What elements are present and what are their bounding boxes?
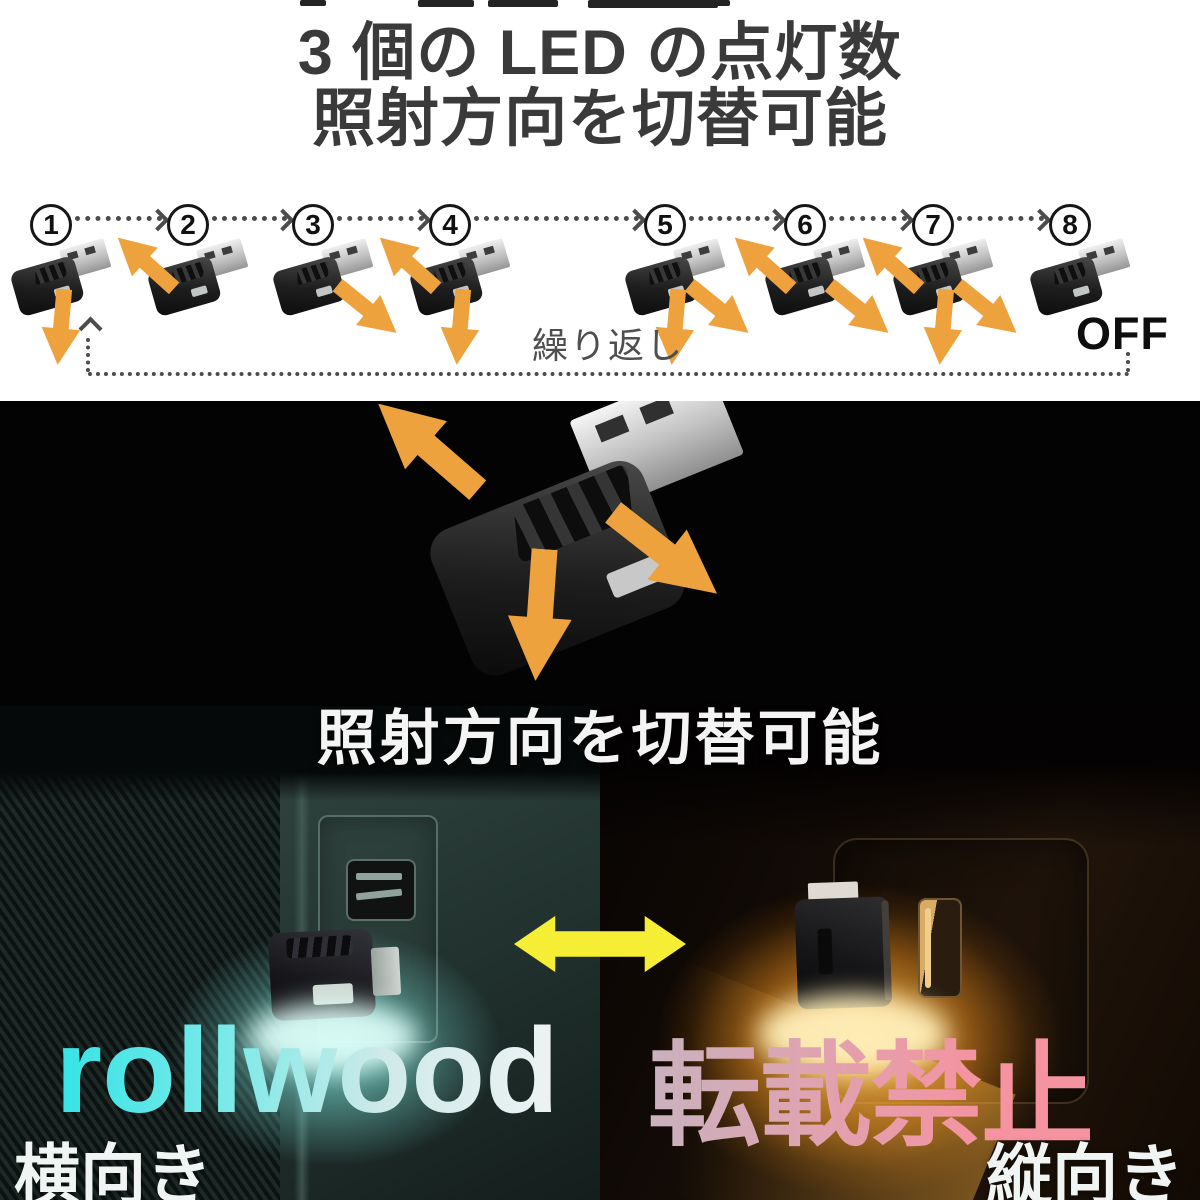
usb-dongle-icon bbox=[794, 880, 893, 1011]
sequence-dotted-arrow-icon bbox=[689, 208, 787, 232]
dash-shelf-shadow bbox=[0, 706, 600, 801]
page-title: 3 個の LED の点灯数 照射方向を切替可能 bbox=[0, 20, 1200, 152]
step-number-badge: 5 bbox=[644, 204, 686, 246]
step-number-badge: 6 bbox=[784, 204, 826, 246]
loop-dotted-line bbox=[86, 338, 90, 372]
led-mode-step: 1 bbox=[0, 204, 133, 400]
led-mode-step: 3 bbox=[231, 204, 395, 400]
watermark-brand: rollwood bbox=[55, 1002, 560, 1138]
cropped-text-fragment bbox=[716, 0, 730, 6]
sequence-dotted-arrow-icon bbox=[212, 208, 295, 232]
step-number-badge: 3 bbox=[292, 204, 334, 246]
direction-showcase-section bbox=[0, 401, 1200, 706]
photo-horizontal-mount bbox=[0, 706, 600, 1200]
sequence-dotted-arrow-icon bbox=[957, 208, 1052, 232]
led-mode-step: 7 bbox=[851, 204, 1015, 400]
step-number-badge: 4 bbox=[429, 204, 471, 246]
led-mode-step: 4 bbox=[368, 204, 532, 400]
sequence-dotted-arrow-icon bbox=[474, 208, 647, 232]
photo-vertical-mount bbox=[600, 706, 1200, 1200]
cropped-text-fragment bbox=[418, 0, 474, 7]
sequence-dotted-arrow-icon bbox=[829, 208, 915, 232]
loop-dotted-line bbox=[88, 372, 1130, 376]
showcase-caption: 照射方向を切替可能 bbox=[316, 705, 884, 772]
amber-led-glow-core bbox=[758, 994, 948, 1074]
step-number-badge: 1 bbox=[30, 204, 72, 246]
led-mode-step: 8 bbox=[988, 204, 1152, 400]
watermark: rollwood 転載禁止 bbox=[0, 1000, 1200, 1159]
step-number-badge: 2 bbox=[167, 204, 209, 246]
title-line-2: 照射方向を切替可能 bbox=[312, 84, 888, 155]
title-line-1: 3 個の LED の点灯数 bbox=[297, 18, 903, 88]
led-mode-step: 2 bbox=[106, 204, 270, 400]
repeat-label: 繰り返し bbox=[532, 325, 685, 366]
watermark-notice: 転載禁止 bbox=[648, 1004, 1094, 1168]
cropped-text-fragment bbox=[300, 0, 326, 6]
led-mode-step: 5 bbox=[583, 204, 747, 400]
step-number-badge: 7 bbox=[912, 204, 954, 246]
sequence-dotted-arrow-icon bbox=[337, 208, 432, 232]
cropped-text-fragment bbox=[488, 0, 558, 7]
led-mode-step: 6 bbox=[723, 204, 887, 400]
cyan-led-glow-core bbox=[248, 1002, 418, 1072]
led-modes-section: 3 個の LED の点灯数 照射方向を切替可能 1 2 3 bbox=[0, 0, 1200, 401]
dash-shelf-shadow bbox=[600, 706, 1200, 846]
usb-dongle-icon bbox=[402, 401, 787, 685]
installation-photos bbox=[0, 706, 1200, 1200]
step-number-badge: 8 bbox=[1049, 204, 1091, 246]
sequence-dotted-arrow-icon bbox=[75, 208, 170, 232]
orientation-label-vertical: 縦向き bbox=[986, 1138, 1184, 1200]
usb-port-icon bbox=[918, 898, 962, 998]
loop-dotted-line bbox=[1126, 352, 1130, 372]
cropped-text-fragment bbox=[588, 0, 718, 8]
off-label: OFF bbox=[1076, 308, 1169, 359]
orientation-label-horizontal: 横向き bbox=[14, 1138, 212, 1200]
